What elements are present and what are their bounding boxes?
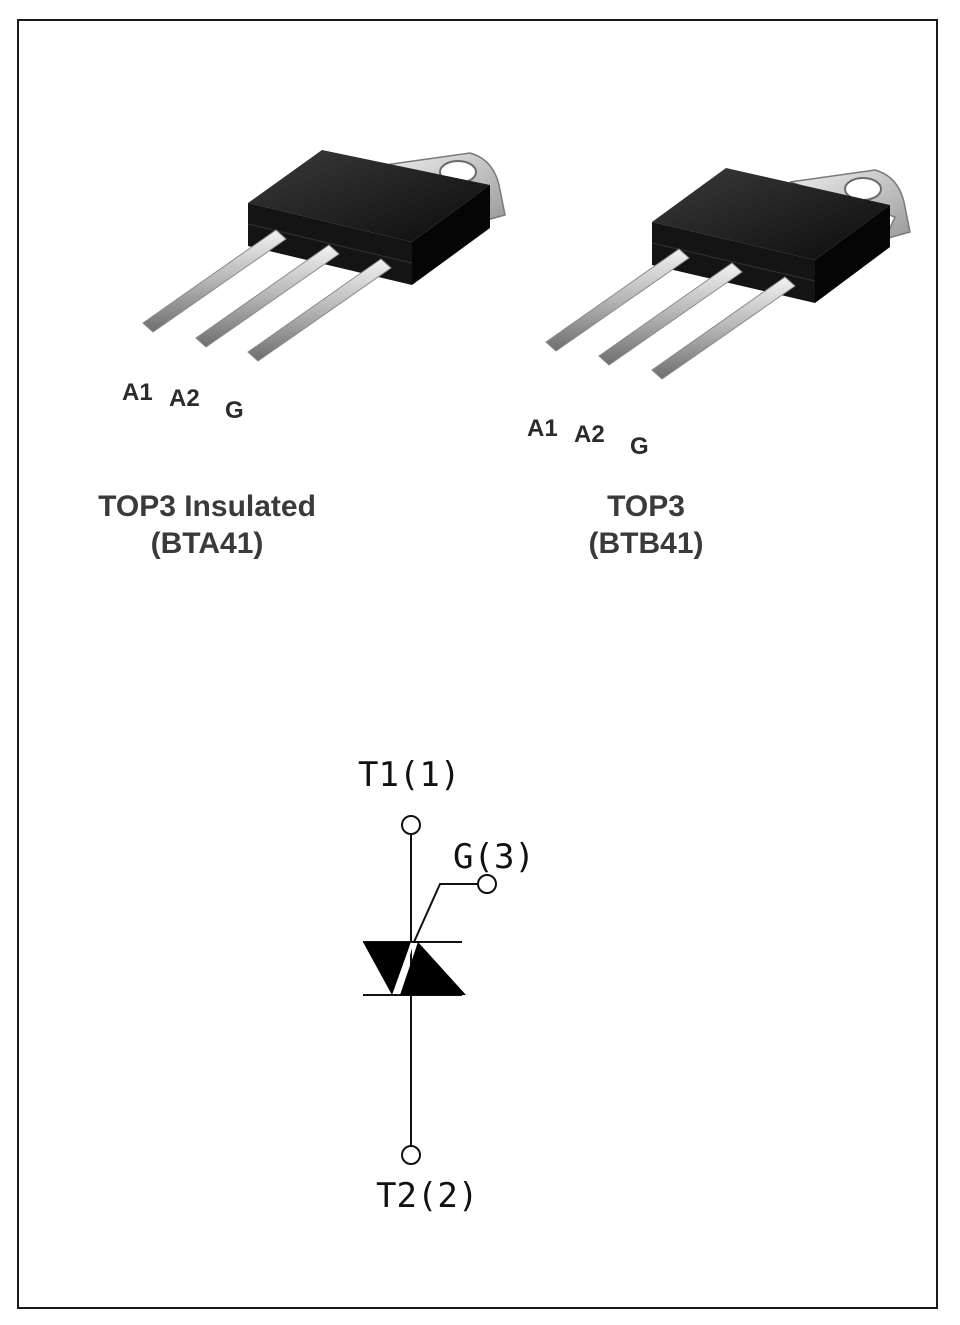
t1-terminal-circle (401, 815, 421, 835)
package-part-number: (BTB41) (588, 527, 703, 560)
pin-label-g: G (630, 433, 649, 460)
triac-symbol: T1(1) G(3) T2(2) (358, 755, 535, 1216)
package-top3-insulated: A1 A2 G TOP3 Insulated (BTA41) (98, 150, 506, 560)
gate-terminal-label: G(3) (453, 837, 535, 877)
gate-terminal-circle (477, 874, 497, 894)
package-body (247, 150, 490, 285)
package-top3: A1 A2 G TOP3 (BTB41) (527, 168, 911, 560)
mounting-tab (789, 169, 911, 241)
left-triangle (363, 942, 411, 995)
t2-terminal-label: T2(2) (376, 1176, 478, 1216)
pin-label-a1: A1 (122, 379, 153, 406)
package-name: TOP3 (607, 490, 685, 523)
pin-label-a1: A1 (527, 415, 558, 442)
triangle-gap (395, 942, 414, 995)
package-leads (545, 248, 796, 380)
gate-line (413, 883, 478, 943)
right-triangle (400, 942, 466, 995)
figure-border (17, 19, 938, 1309)
package-name: TOP3 Insulated (98, 490, 316, 523)
package-leads (142, 229, 392, 362)
t1-terminal-label: T1(1) (358, 755, 460, 795)
t2-terminal-circle (401, 1145, 421, 1165)
pin-label-g: G (225, 397, 244, 424)
package-part-number: (BTA41) (151, 527, 264, 560)
pin-label-a2: A2 (574, 421, 605, 448)
package-body (651, 168, 890, 303)
pin-label-a2: A2 (169, 385, 200, 412)
